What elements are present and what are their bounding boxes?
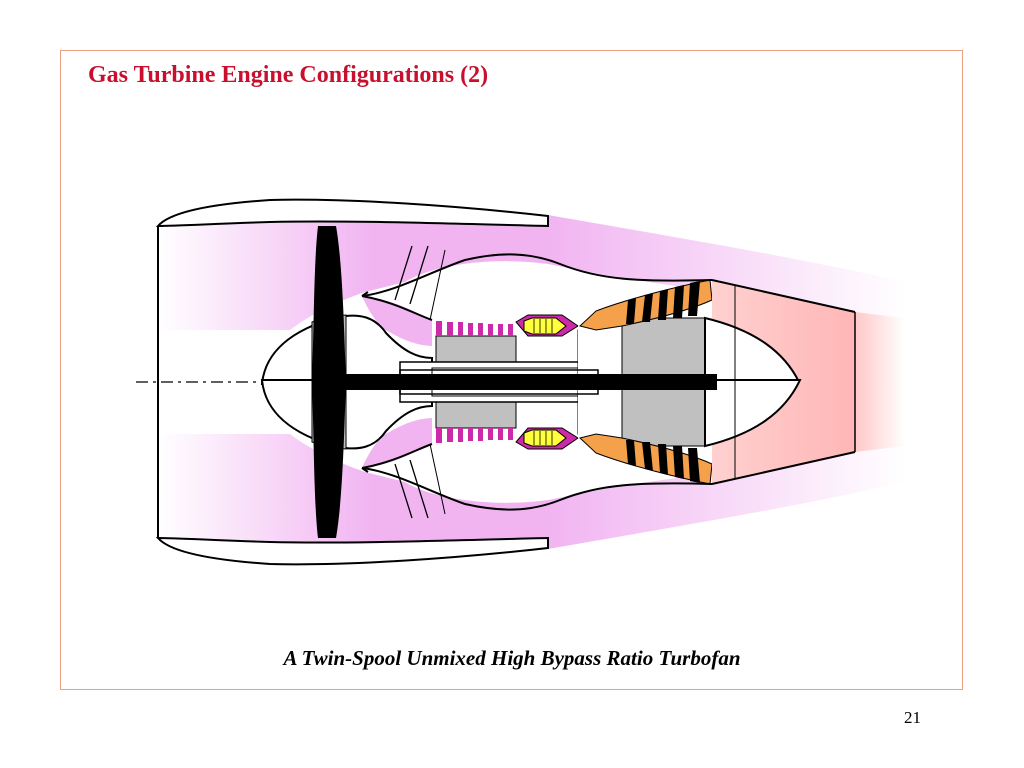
- page-number: 21: [904, 708, 921, 727]
- lp-shaft: [312, 374, 717, 390]
- slide-frame: [60, 50, 963, 690]
- slide-title: Gas Turbine Engine Configurations (2): [88, 62, 489, 88]
- diagram-caption: A Twin-Spool Unmixed High Bypass Ratio T…: [283, 646, 741, 670]
